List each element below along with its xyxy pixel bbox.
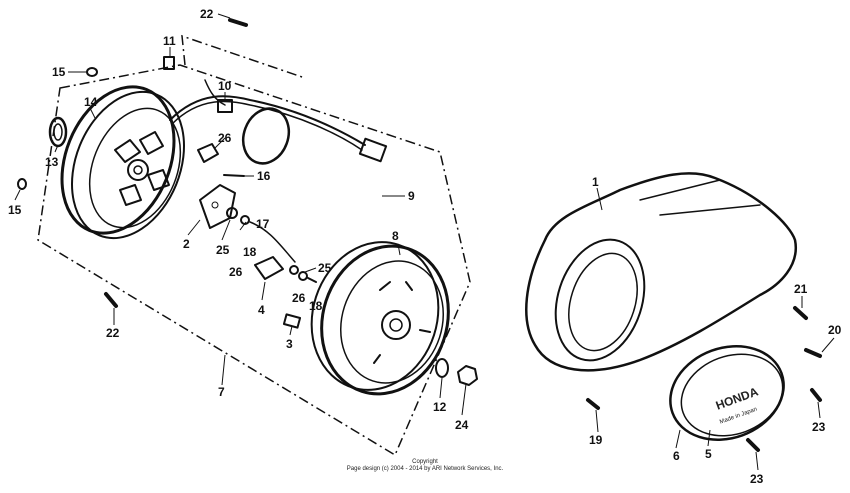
label-23-bottom: 23: [750, 472, 764, 486]
label-25-a: 25: [216, 243, 230, 257]
bolt-22-left: [104, 292, 118, 308]
label-15-top: 15: [52, 65, 66, 79]
o-ring-15: [17, 67, 98, 190]
left-crankcase-cover: [525, 172, 798, 372]
label-4: 4: [258, 303, 265, 317]
bolt-22-top: [228, 18, 248, 27]
label-25-b: 25: [318, 261, 332, 275]
label-21: 21: [794, 282, 808, 296]
label-5: 5: [705, 447, 712, 461]
copyright-title: Copyright: [412, 459, 438, 465]
label-13: 13: [45, 155, 59, 169]
oil-seal: [48, 116, 68, 148]
label-26-b: 26: [229, 265, 243, 279]
label-26-c: 26: [292, 291, 306, 305]
pulser-coil: [254, 256, 317, 329]
label-22-top: 22: [200, 7, 214, 21]
label-24: 24: [455, 418, 469, 432]
label-8: 8: [392, 229, 399, 243]
label-22-left: 22: [106, 326, 120, 340]
label-15-left: 15: [8, 203, 22, 217]
label-7: 7: [218, 385, 225, 399]
label-20: 20: [828, 323, 842, 337]
assembly-outline: [37, 64, 471, 457]
label-26-a: 26: [218, 131, 232, 145]
label-10: 10: [218, 79, 232, 93]
label-9: 9: [408, 189, 415, 203]
label-12: 12: [433, 400, 447, 414]
label-18-b: 18: [309, 299, 323, 313]
bolt-23-right: [810, 388, 822, 402]
label-19: 19: [589, 433, 603, 447]
bolt-23-bottom: [746, 438, 760, 452]
leader-lines: [14, 13, 835, 471]
bolt-21: [793, 306, 808, 320]
label-11: 11: [163, 34, 176, 48]
stator-plate: [60, 85, 185, 240]
flywheel: [310, 241, 450, 396]
bolt-19: [586, 398, 600, 410]
stator-outline: [181, 34, 306, 79]
label-2: 2: [183, 237, 190, 251]
label-23-right: 23: [812, 420, 826, 434]
bolt-20: [804, 348, 822, 358]
label-18-a: 18: [243, 245, 257, 259]
label-14: 14: [84, 95, 98, 109]
label-17: 17: [256, 217, 270, 231]
copyright-notice: Page design (c) 2004 - 2014 by ARI Netwo…: [347, 466, 504, 472]
washer-and-nut: [435, 358, 478, 386]
label-3: 3: [286, 337, 293, 351]
label-16: 16: [257, 169, 271, 183]
wire-harness: [163, 56, 388, 165]
label-1: 1: [592, 175, 599, 189]
label-6: 6: [673, 449, 680, 463]
